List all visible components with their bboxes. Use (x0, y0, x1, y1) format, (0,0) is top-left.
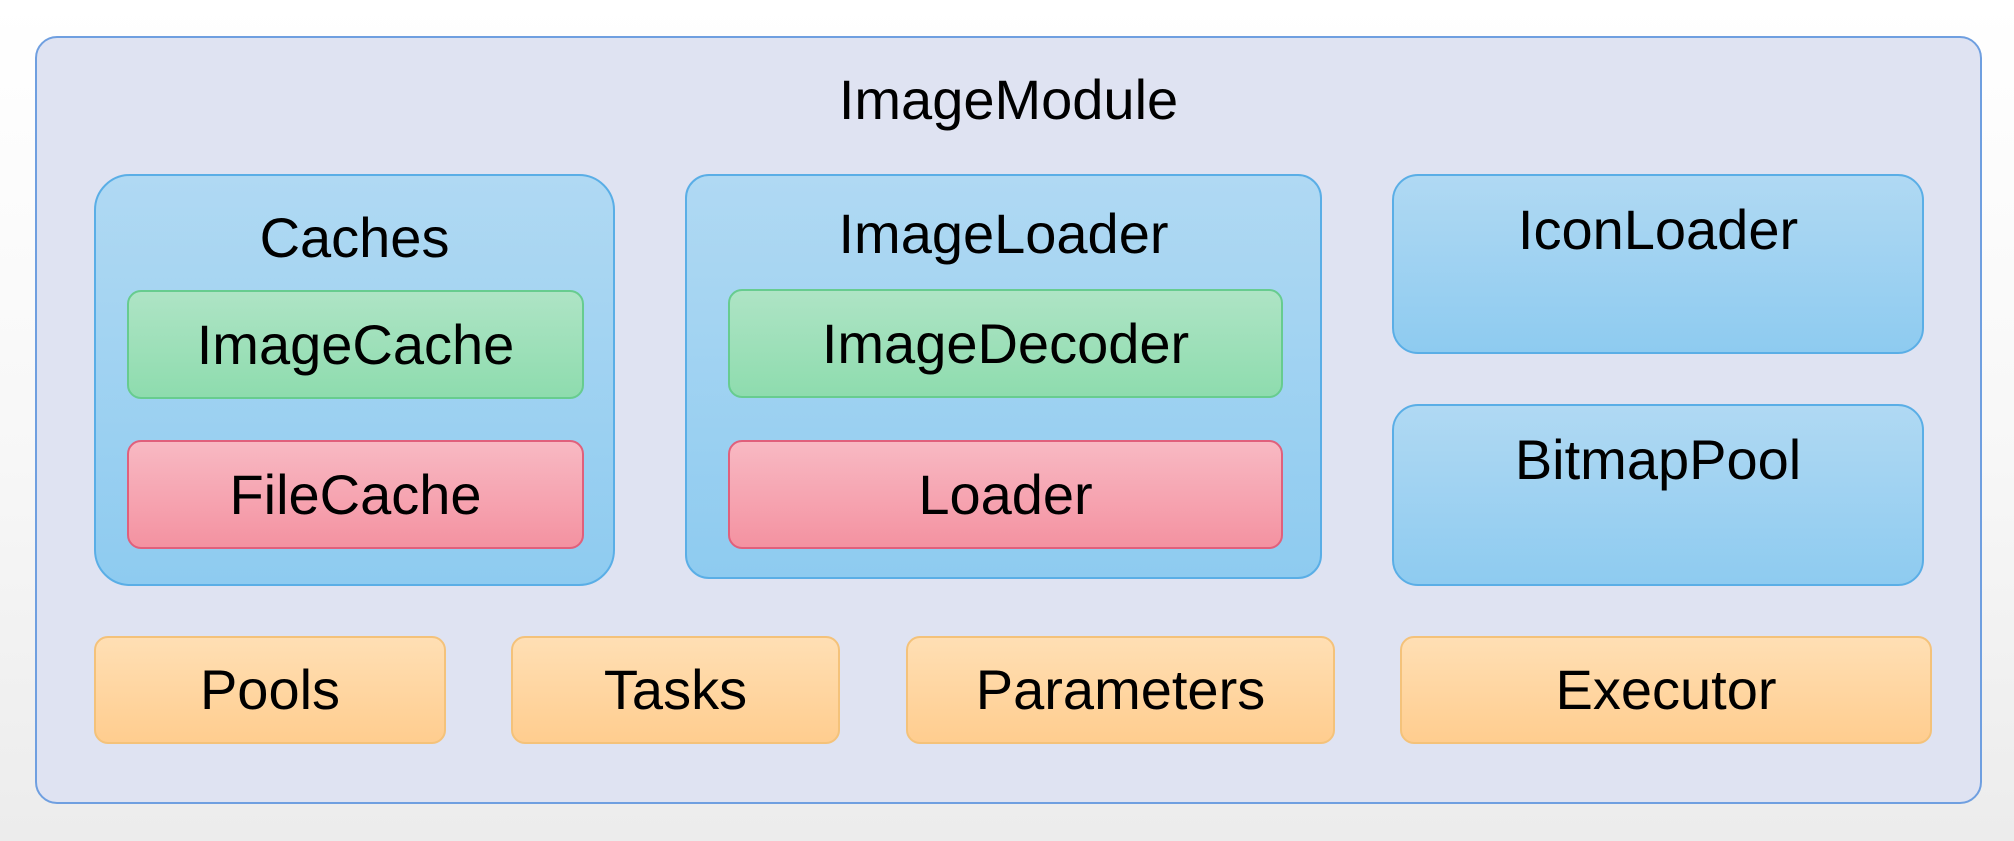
loader-label: Loader (918, 462, 1093, 526)
executor-label: Executor (1555, 658, 1777, 721)
image-loader-group: ImageLoader ImageDecoder Loader (685, 174, 1322, 579)
bitmap-pool-box: BitmapPool (1392, 404, 1924, 586)
caches-group: Caches ImageCache FileCache (94, 174, 615, 586)
image-module-title: ImageModule (838, 68, 1179, 131)
tasks-box: Tasks (511, 636, 840, 744)
icon-loader-box: IconLoader (1392, 174, 1924, 354)
tasks-label: Tasks (603, 658, 748, 721)
image-loader-title: ImageLoader (838, 202, 1169, 265)
image-decoder-box: ImageDecoder (728, 289, 1283, 398)
parameters-label: Parameters (975, 658, 1266, 721)
image-decoder-label: ImageDecoder (821, 311, 1190, 375)
caches-title: Caches (259, 206, 450, 269)
pools-box: Pools (94, 636, 446, 744)
image-module-container: ImageModule Caches ImageCache FileCache … (35, 36, 1982, 804)
image-cache-box: ImageCache (127, 290, 584, 399)
parameters-box: Parameters (906, 636, 1335, 744)
bitmap-pool-title: BitmapPool (1514, 428, 1802, 491)
image-cache-label: ImageCache (196, 312, 515, 376)
icon-loader-title: IconLoader (1517, 198, 1799, 261)
file-cache-box: FileCache (127, 440, 584, 549)
loader-box: Loader (728, 440, 1283, 549)
file-cache-label: FileCache (229, 462, 482, 526)
executor-box: Executor (1400, 636, 1932, 744)
pools-label: Pools (199, 658, 341, 721)
